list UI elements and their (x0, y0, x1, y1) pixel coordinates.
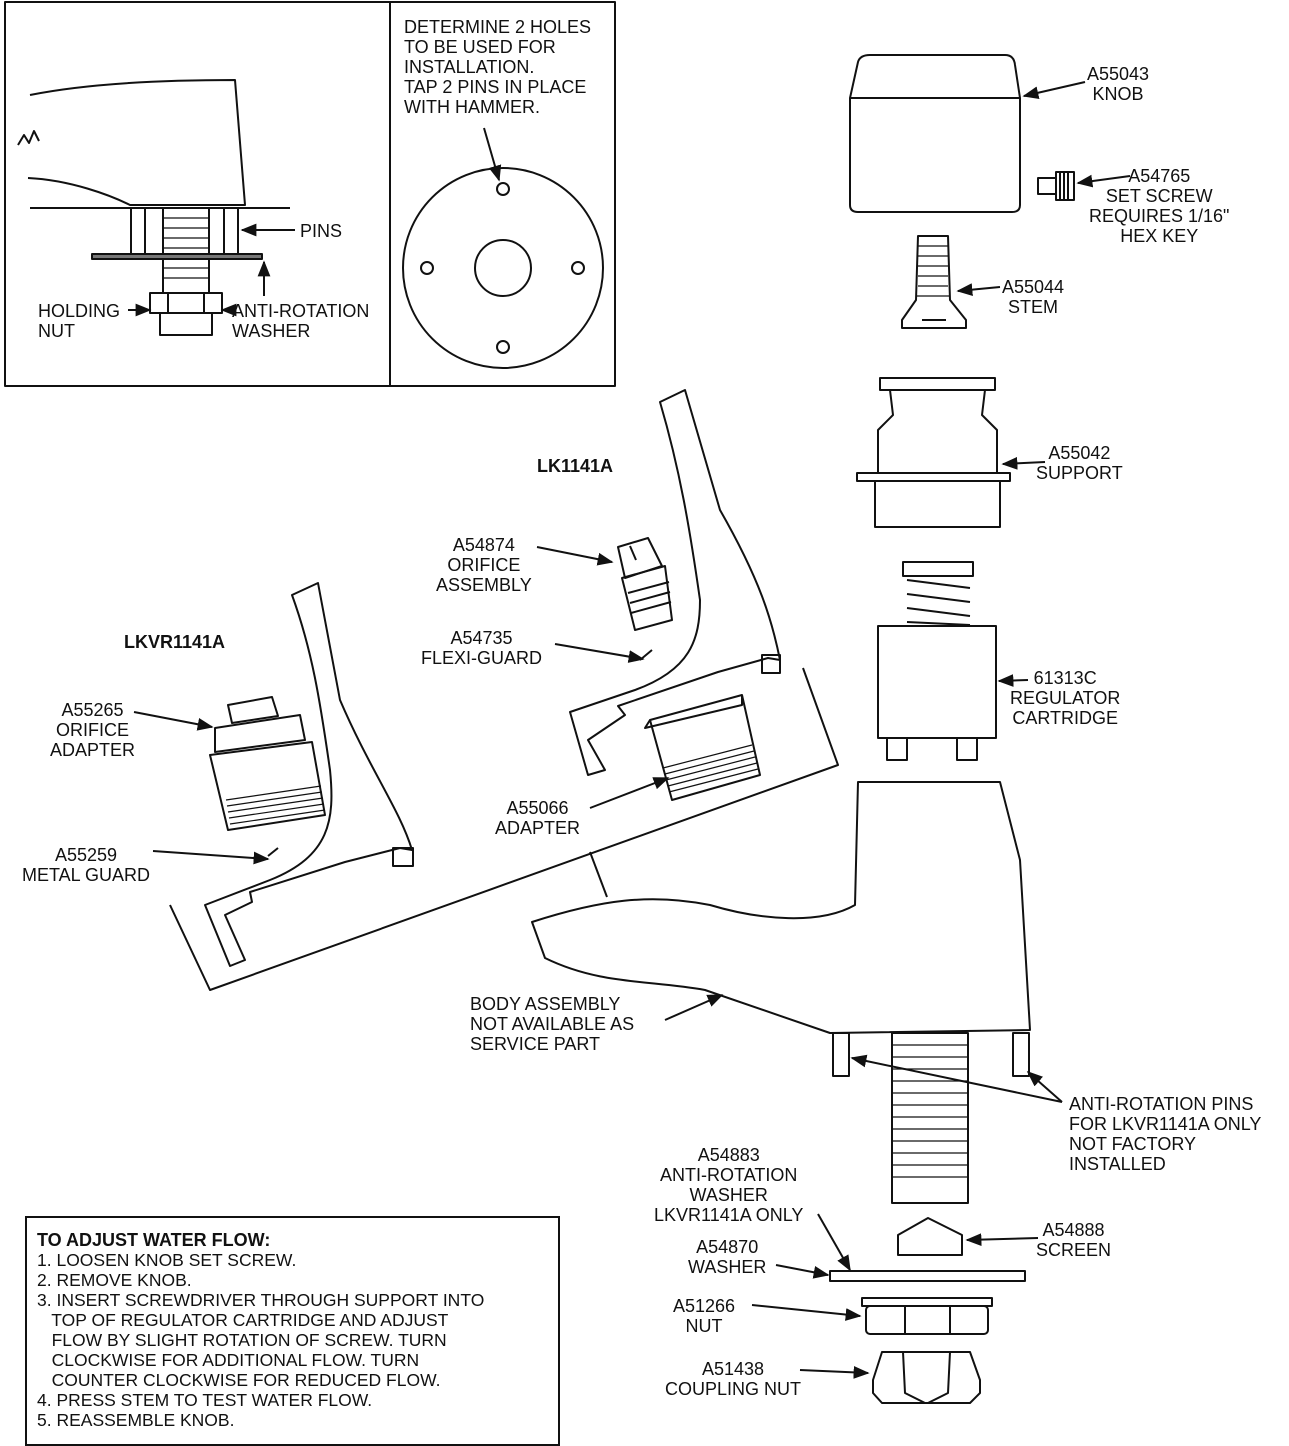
body-assembly (531, 781, 1063, 1204)
orifice-adapter-lkvr (133, 696, 326, 865)
orifice-assembly-lk (536, 537, 673, 663)
label-anti-rotation-washer: A54883 ANTI-ROTATION WASHER LKVR1141A ON… (654, 1145, 804, 1225)
label-orifice-adapter: A55265 ORIFICE ADAPTER (50, 700, 136, 760)
lkvr1141a-spout (204, 582, 414, 967)
label-adapter: A55066 ADAPTER (495, 798, 581, 838)
adapter-lk (589, 694, 761, 809)
label-orifice-assembly: A54874 ORIFICE ASSEMBLY (436, 535, 532, 595)
label-stem: A55044 STEM (1002, 277, 1065, 317)
stem (901, 235, 1001, 329)
screen (897, 1217, 1039, 1256)
inset-install-note: DETERMINE 2 HOLES TO BE USED FOR INSTALL… (404, 17, 592, 117)
knob (849, 54, 1086, 213)
label-metal-guard: A55259 METAL GUARD (22, 845, 151, 885)
label-screen: A54888 SCREEN (1036, 1220, 1112, 1260)
set-screw (1037, 171, 1131, 201)
nut (751, 1297, 993, 1335)
instruction-step: 2. REMOVE KNOB. (37, 1270, 192, 1290)
spout-tray-outline (169, 667, 839, 991)
inset-frames (4, 1, 616, 387)
lk1141a-spout (569, 389, 781, 776)
instruction-step: 3. INSERT SCREWDRIVER THROUGH SUPPORT IN… (37, 1290, 485, 1390)
inset-installation-detail (17, 79, 295, 336)
inset-pins-label: PINS (300, 221, 343, 241)
inset-holding-nut-label: HOLDING NUT (38, 301, 121, 341)
model-label-lkvr1141a: LKVR1141A (124, 632, 226, 652)
model-label-lk1141a: LK1141A (537, 456, 614, 476)
label-nut: A51266 NUT (673, 1296, 736, 1336)
coupling-nut (799, 1351, 981, 1404)
label-washer: A54870 WASHER (688, 1237, 767, 1277)
label-flexi-guard: A54735 FLEXI-GUARD (421, 628, 543, 668)
instruction-step: 5. REASSEMBLE KNOB. (37, 1410, 235, 1430)
label-coupling-nut: A51438 COUPLING NUT (665, 1359, 802, 1399)
inset-anti-rotation-washer-label: ANTI-ROTATION WASHER (232, 301, 370, 341)
support (856, 377, 1046, 528)
instructions-title: TO ADJUST WATER FLOW: (37, 1230, 271, 1250)
label-support: A55042 SUPPORT (1036, 443, 1123, 483)
adjust-water-flow-instructions: TO ADJUST WATER FLOW: 1. LOOSEN KNOB SET… (25, 1216, 560, 1446)
label-regulator-cartridge: 61313C REGULATOR CARTRIDGE (1010, 668, 1121, 728)
washer (775, 1213, 1026, 1282)
inset-washer-plate (402, 127, 604, 369)
regulator-cartridge (877, 561, 1029, 761)
instruction-step: 4. PRESS STEM TO TEST WATER FLOW. (37, 1390, 373, 1410)
label-knob: A55043 KNOB (1087, 64, 1150, 104)
label-set-screw: A54765 SET SCREW REQUIRES 1/16" HEX KEY (1089, 166, 1230, 246)
label-anti-rotation-pins: ANTI-ROTATION PINS FOR LKVR1141A ONLY NO… (1069, 1094, 1262, 1174)
instruction-step: 1. LOOSEN KNOB SET SCREW. (37, 1250, 297, 1270)
label-body-assembly: BODY ASSEMBLY NOT AVAILABLE AS SERVICE P… (470, 994, 635, 1054)
